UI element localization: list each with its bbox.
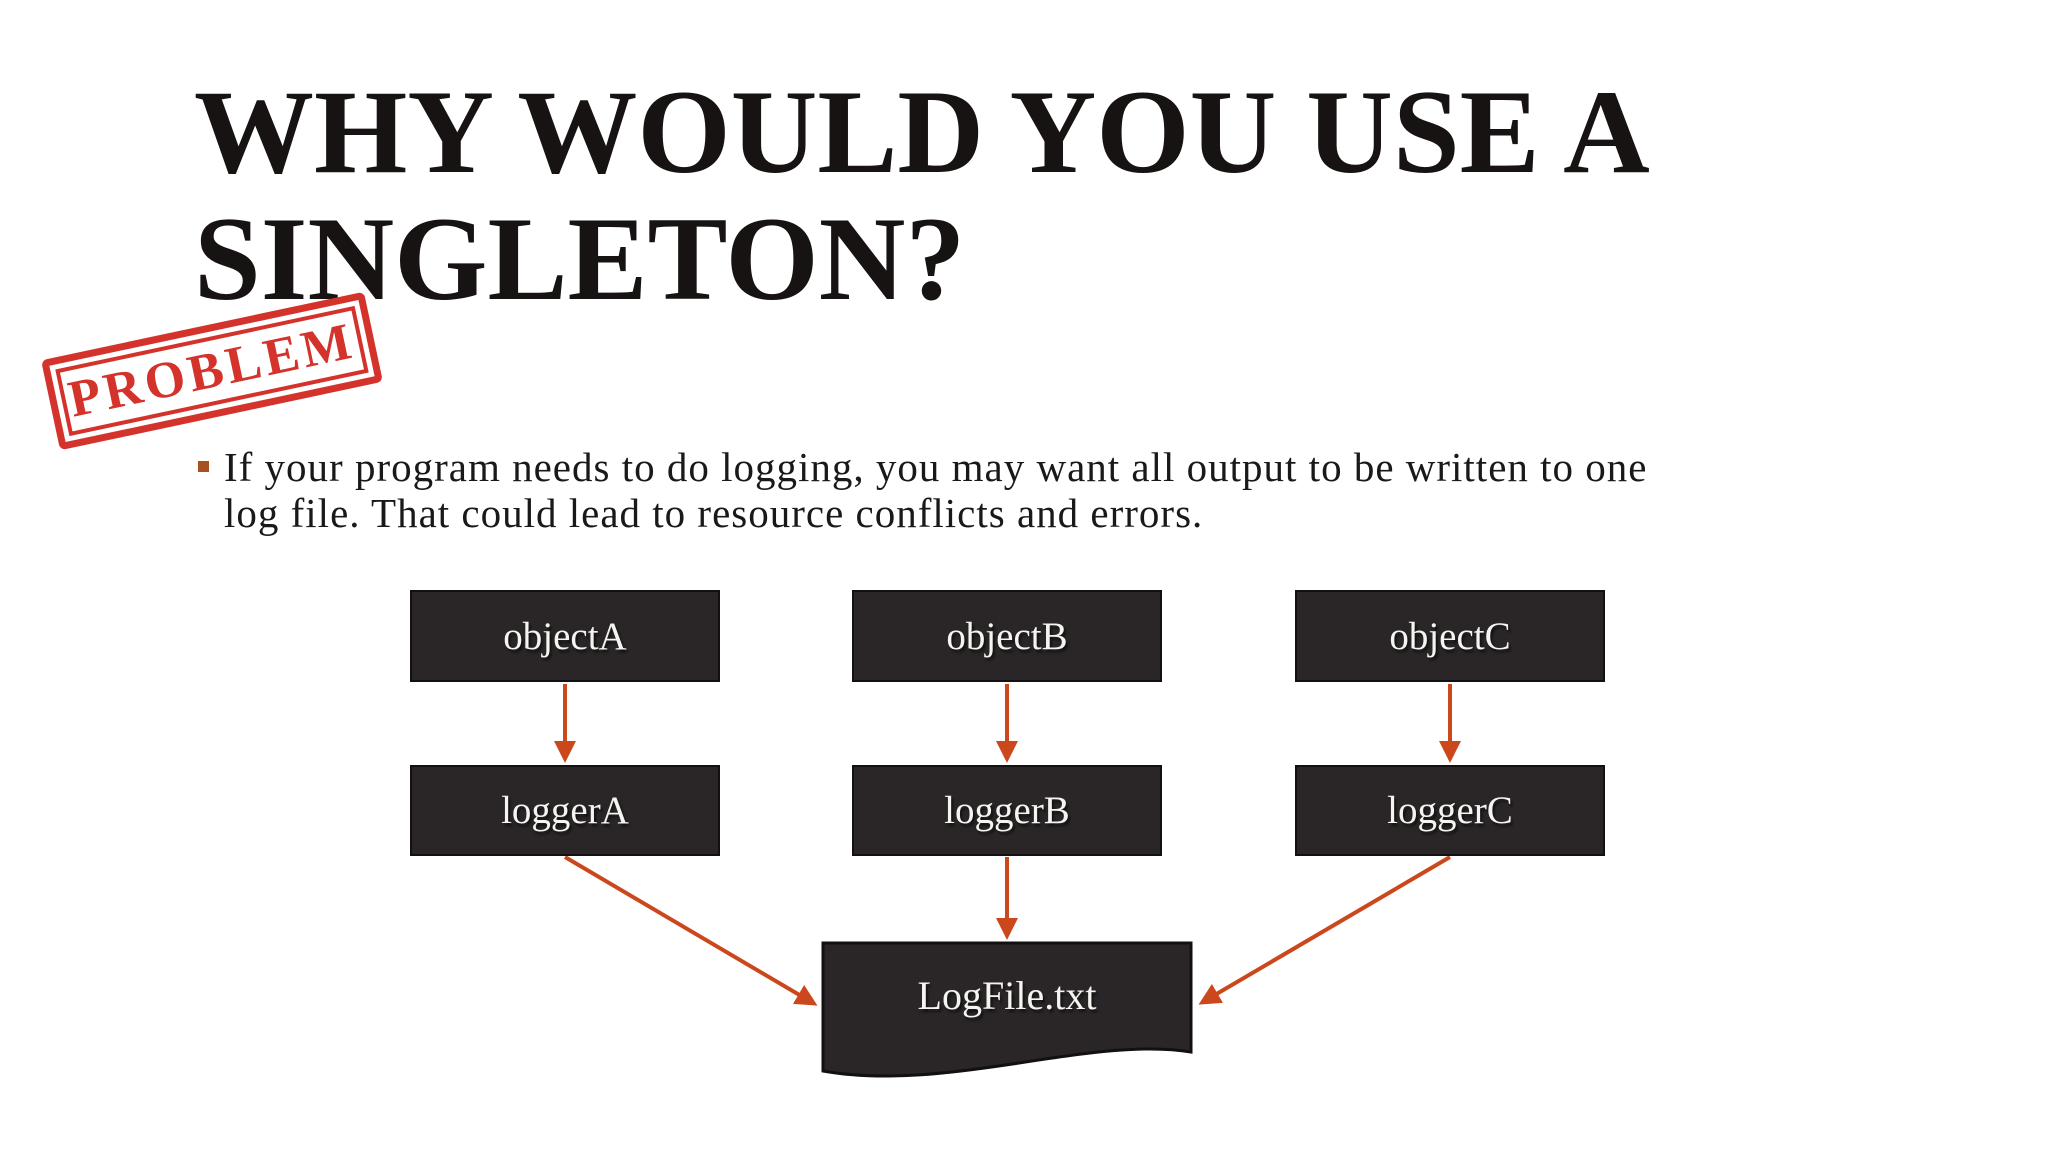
node-objectA-label: objectA bbox=[503, 614, 627, 658]
node-objectB: objectB bbox=[852, 590, 1162, 682]
node-objectB-label: objectB bbox=[946, 614, 1068, 658]
node-loggerC-label: loggerC bbox=[1387, 789, 1513, 832]
bullet-paragraph: If your program needs to do logging, you… bbox=[224, 444, 1904, 536]
slide-title: WHY WOULD YOU USE A SINGLETON? bbox=[194, 68, 1650, 322]
bullet-paragraph-line1: If your program needs to do logging, you… bbox=[224, 444, 1648, 490]
node-objectA: objectA bbox=[410, 590, 720, 682]
slide-title-line1: WHY WOULD YOU USE A bbox=[194, 65, 1650, 198]
node-loggerC: loggerC bbox=[1295, 765, 1605, 856]
node-loggerB: loggerB bbox=[852, 765, 1162, 856]
bullet-square-icon bbox=[198, 461, 209, 472]
node-loggerA: loggerA bbox=[410, 765, 720, 856]
node-loggerA-label: loggerA bbox=[501, 789, 629, 832]
bullet-paragraph-line2: log file. That could lead to resource co… bbox=[224, 490, 1204, 536]
arrow-loggerA-logfile bbox=[563, 855, 818, 1006]
problem-stamp-label: PROBLEM bbox=[63, 311, 360, 429]
slide-title-line2: SINGLETON? bbox=[194, 192, 966, 325]
node-loggerB-label: loggerB bbox=[944, 789, 1070, 832]
arrow-loggerC-logfile bbox=[1198, 855, 1452, 1005]
node-logfile-label: LogFile.txt bbox=[917, 973, 1097, 1018]
node-objectC-label: objectC bbox=[1389, 614, 1511, 658]
logfile-document-shape bbox=[821, 941, 1193, 1078]
node-objectC: objectC bbox=[1295, 590, 1605, 682]
